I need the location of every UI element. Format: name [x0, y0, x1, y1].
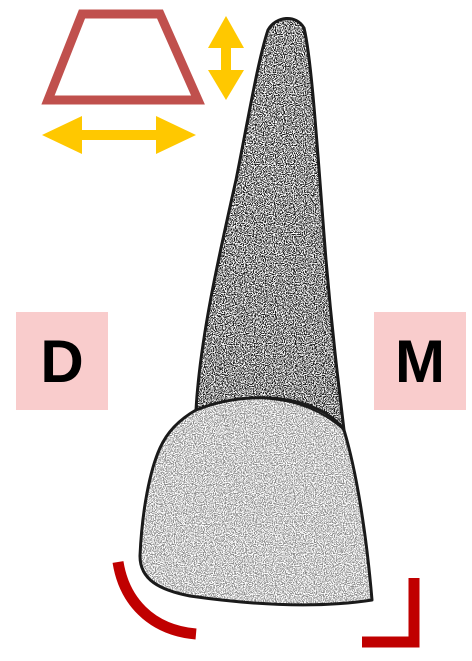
cervical-line — [195, 397, 343, 429]
double-arrow-vertical-icon — [208, 16, 244, 100]
rounded-corner-mark-icon — [112, 561, 197, 640]
double-arrow-horizontal-icon — [42, 116, 196, 154]
tooth-crown-stipple — [140, 397, 372, 605]
mesial-label: M — [374, 312, 466, 410]
distal-label: D — [16, 312, 108, 410]
tooth-crown — [138, 396, 374, 607]
tooth-crown-outline — [138, 396, 374, 607]
tooth-root-outline — [194, 17, 346, 432]
square-corner-mark-icon — [362, 578, 420, 648]
tooth-root-stipple — [196, 18, 344, 431]
tooth-root — [194, 17, 346, 432]
crown-outline-trapezoid-icon — [41, 9, 205, 105]
